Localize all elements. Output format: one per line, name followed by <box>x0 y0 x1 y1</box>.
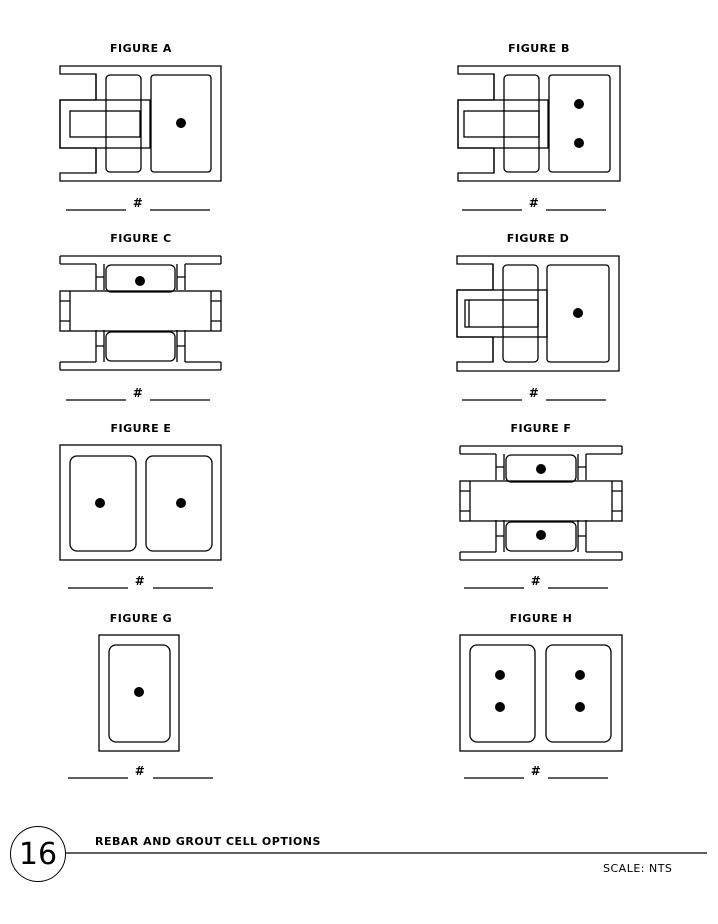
figure-b-caption: FIGURE B <box>508 42 570 55</box>
figure-f-through-block <box>459 480 623 522</box>
figure-h-hash: # <box>530 764 542 778</box>
figure-c-bottom-face <box>59 361 222 371</box>
figure-b-cell-large <box>548 74 611 173</box>
figure-d-hash: # <box>528 386 540 400</box>
figure-c-through-block <box>59 290 222 332</box>
figure-b-rebar-1 <box>574 99 584 109</box>
figure-h-drawing <box>459 634 623 752</box>
figure-e-caption: FIGURE E <box>110 422 172 435</box>
figure-a-half-block <box>59 99 151 149</box>
figure-c-hash: # <box>132 386 144 400</box>
figure-d-half-block-inner <box>464 299 539 328</box>
figure-c-rebar <box>135 276 145 286</box>
answer-blanks <box>66 209 608 779</box>
figure-a-cell-large <box>150 74 212 173</box>
figure-c-web-ticks <box>96 276 185 347</box>
figure-e-block <box>59 444 222 561</box>
figure-h-rebar-2 <box>495 702 505 712</box>
figure-h-cell-left <box>469 644 536 743</box>
figure-e-cell-left <box>69 455 137 552</box>
sheet-number-badge: 16 <box>10 826 66 882</box>
figure-f-through-block-inner <box>460 481 622 521</box>
figure-h-rebar-1 <box>495 670 505 680</box>
figure-d-cell <box>502 264 539 363</box>
figure-g-rebar <box>134 687 144 697</box>
figure-h-cell-right <box>545 644 612 743</box>
figure-b-hash: # <box>528 196 540 210</box>
figure-h-rebar-4 <box>575 702 585 712</box>
figure-g-block <box>98 634 180 752</box>
figure-b-rebar-2 <box>574 138 584 148</box>
figure-f-rebar-1 <box>536 464 546 474</box>
figure-c-top-cell <box>105 264 176 293</box>
figure-d-rebar <box>573 308 583 318</box>
figure-e-drawing <box>59 444 222 561</box>
figure-f-caption: FIGURE F <box>510 422 572 435</box>
figure-h-caption: FIGURE H <box>509 612 573 625</box>
figure-d-caption: FIGURE D <box>506 232 570 245</box>
figure-f-hash: # <box>530 574 542 588</box>
figure-g-cell <box>108 644 171 743</box>
sheet-number: 16 <box>18 836 58 872</box>
figure-g-drawing <box>98 634 180 752</box>
figure-e-rebar-2 <box>176 498 186 508</box>
figure-a-drawing <box>59 65 222 182</box>
figure-b-half-block <box>457 99 549 149</box>
figure-c-bottom-cell <box>105 331 176 362</box>
figure-g-hash: # <box>134 764 146 778</box>
figure-b-drawing <box>457 65 621 182</box>
figure-b-half-block-inner <box>463 110 540 138</box>
figure-f-bottom-cell <box>505 521 577 552</box>
figure-d-half-block <box>456 289 548 338</box>
figure-f-drawing <box>459 445 623 561</box>
scale-note: SCALE: NTS <box>603 862 673 875</box>
figure-a-cell <box>105 74 142 173</box>
figure-e-hash: # <box>134 574 146 588</box>
figure-c-through-block-inner <box>60 291 221 331</box>
figure-e-rebar-1 <box>95 498 105 508</box>
figure-f-top-face <box>459 445 623 455</box>
figure-f-rebar-2 <box>536 530 546 540</box>
figure-c-drawing <box>59 255 222 371</box>
figure-c-caption: FIGURE C <box>110 232 172 245</box>
figure-f-web-ticks <box>496 466 586 537</box>
figure-d-drawing <box>456 255 620 372</box>
sheet-title: REBAR AND GROUT CELL OPTIONS <box>95 835 321 848</box>
figure-a-hash: # <box>132 196 144 210</box>
figure-f-top-cell <box>505 454 577 483</box>
figure-h-block <box>459 634 623 752</box>
figure-b-cell <box>503 74 540 173</box>
figure-e-cell-right <box>145 455 213 552</box>
figure-f-bottom-face <box>459 551 623 561</box>
figure-h-rebar-3 <box>575 670 585 680</box>
figure-a-rebar <box>176 118 186 128</box>
figure-a-caption: FIGURE A <box>110 42 172 55</box>
figure-c-top-face <box>59 255 222 265</box>
figure-g-caption: FIGURE G <box>109 612 173 625</box>
figure-a-half-block-inner <box>69 110 141 138</box>
